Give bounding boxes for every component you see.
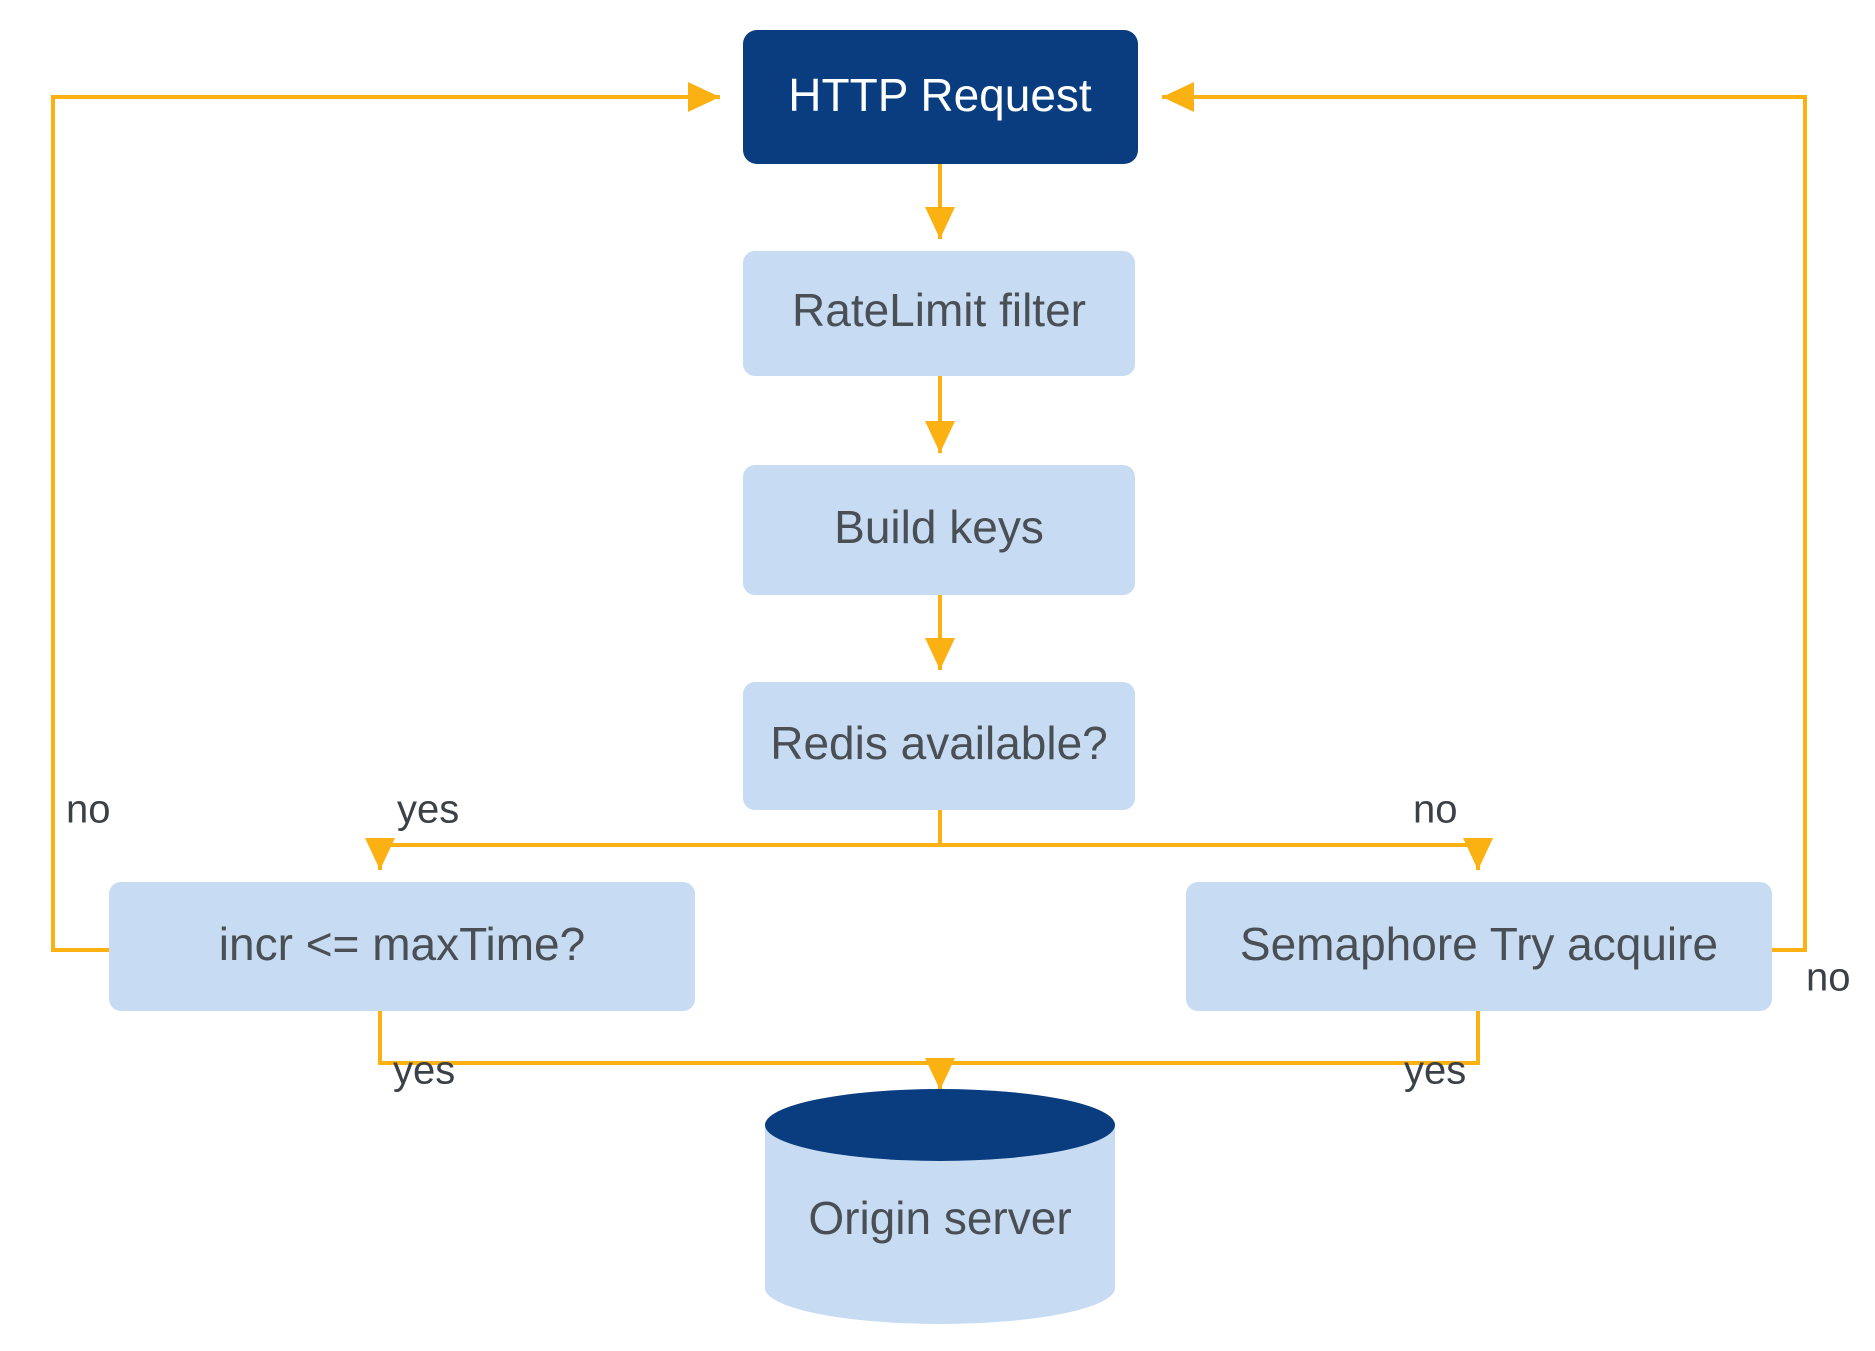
node-origin-server[interactable]: Origin server [765,1089,1115,1324]
node-incr-maxtime[interactable]: incr <= maxTime? [109,882,695,1011]
node-semaphore-try-shape[interactable] [1186,882,1772,1011]
nodes-layer: HTTP Request RateLimit filter Build keys… [109,30,1772,1324]
edge-label-redis-yes: yes [397,788,459,832]
edge-semaphore-no-to-http [1162,82,1807,952]
edge-semaphore-yes-to-origin [940,1011,1480,1065]
node-redis-available[interactable]: Redis available? [743,682,1135,810]
node-origin-server-top [765,1089,1115,1161]
node-http-request-label: HTTP Request [788,69,1092,121]
edge-label-redis-no: no [1413,788,1458,832]
edge-label-incr-yes: yes [393,1049,455,1093]
node-build-keys-label: Build keys [834,501,1044,553]
node-semaphore-try-label: Semaphore Try acquire [1240,918,1718,970]
edge-label-semaphore-no: no [1806,956,1851,1000]
node-redis-available-shape[interactable] [743,682,1135,810]
edge-incr-yes-to-origin [378,1011,955,1090]
edge-label-incr-no: no [66,788,111,832]
node-incr-maxtime-shape[interactable] [109,882,695,1011]
node-build-keys-shape[interactable] [743,465,1135,595]
node-incr-maxtime-label: incr <= maxTime? [219,918,585,970]
edge-labels-layer: no yes no no yes yes [66,788,1851,1093]
node-build-keys[interactable]: Build keys [743,465,1135,595]
edge-redis-yes-to-incr [365,838,940,870]
edges-layer [51,82,1807,1090]
node-origin-server-label: Origin server [808,1192,1071,1244]
edge-redis-no-to-semaphore [940,838,1493,870]
node-origin-server-body[interactable] [765,1125,1115,1324]
node-ratelimit-filter[interactable]: RateLimit filter [743,251,1135,376]
node-http-request[interactable]: HTTP Request [743,30,1138,164]
node-http-request-shape[interactable] [743,30,1138,164]
node-ratelimit-filter-shape[interactable] [743,251,1135,376]
edge-label-semaphore-yes: yes [1404,1049,1466,1093]
edge-incr-no-to-http [51,82,720,952]
node-semaphore-try[interactable]: Semaphore Try acquire [1186,882,1772,1011]
node-ratelimit-filter-label: RateLimit filter [792,284,1086,336]
node-redis-available-label: Redis available? [770,717,1108,769]
